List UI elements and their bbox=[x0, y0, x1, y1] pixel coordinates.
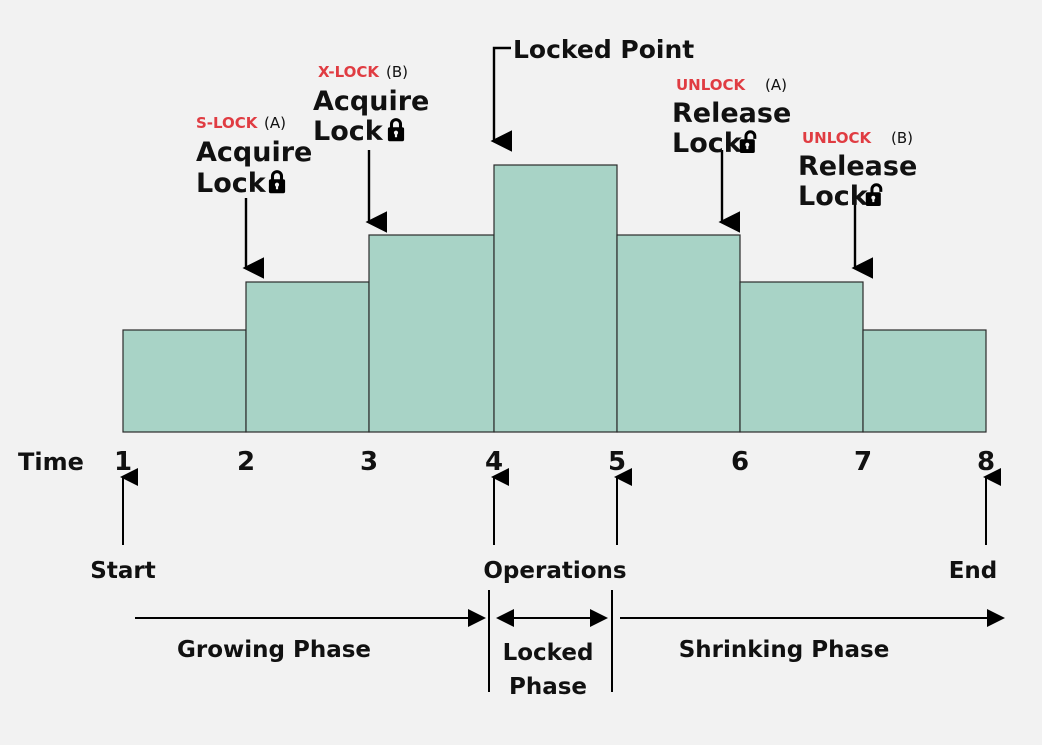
locked-point-connector bbox=[490, 46, 512, 152]
marker-end: End bbox=[949, 558, 998, 584]
locked-point-label: Locked Point bbox=[513, 35, 694, 64]
bar-5 bbox=[616, 234, 741, 433]
callout-unlock-b-line1: Release bbox=[798, 151, 917, 182]
callout-s-lock-a-line1: Acquire bbox=[196, 137, 312, 168]
bar-6 bbox=[739, 281, 864, 433]
lock-open-icon bbox=[864, 183, 883, 208]
axis-tick-7: 7 bbox=[854, 447, 872, 477]
phase-label-locked-2: Phase bbox=[509, 674, 587, 700]
callout-unlock-a: UNLOCK (A) Release Lock bbox=[672, 76, 791, 159]
callout-unlock-b-line2: Lock bbox=[798, 181, 869, 212]
callout-s-lock-a-tag: S-LOCK bbox=[196, 114, 259, 132]
callout-unlock-b-arg: (B) bbox=[891, 129, 913, 147]
axis-tick-1: 1 bbox=[114, 447, 132, 477]
callout-x-lock-b-line1: Acquire bbox=[313, 86, 429, 117]
lock-open-icon bbox=[738, 130, 757, 155]
marker-start: Start bbox=[90, 558, 155, 584]
callout-x-lock-b-line2: Lock bbox=[313, 116, 384, 147]
axis-tick-8: 8 bbox=[977, 447, 995, 477]
callout-unlock-a-line2: Lock bbox=[672, 128, 743, 159]
callout-unlock-b: UNLOCK (B) Release Lock bbox=[798, 129, 917, 212]
axis-ticks: 1 2 3 4 5 6 7 8 bbox=[114, 447, 995, 477]
phase-label-locked-1: Locked bbox=[503, 640, 594, 666]
bar-4 bbox=[493, 164, 618, 433]
callout-unlock-a-arg: (A) bbox=[765, 76, 787, 94]
lock-closed-icon bbox=[386, 118, 406, 143]
phase-label-growing: Growing Phase bbox=[177, 637, 371, 663]
callout-s-lock-a-line2: Lock bbox=[196, 168, 267, 199]
callout-x-lock-b-tag: X-LOCK bbox=[318, 63, 380, 81]
lock-closed-icon bbox=[267, 170, 287, 195]
callout-x-lock-b: X-LOCK (B) Acquire Lock bbox=[313, 63, 429, 147]
axis-tick-5: 5 bbox=[608, 447, 626, 477]
axis-tick-4: 4 bbox=[485, 447, 503, 477]
axis-tick-6: 6 bbox=[731, 447, 749, 477]
axis-tick-3: 3 bbox=[360, 447, 378, 477]
axis-tick-2: 2 bbox=[237, 447, 255, 477]
callout-unlock-b-tag: UNLOCK bbox=[802, 129, 873, 147]
callout-s-lock-a-arg: (A) bbox=[264, 114, 286, 132]
phase-label-shrinking: Shrinking Phase bbox=[679, 637, 890, 663]
bar-7 bbox=[862, 329, 987, 433]
bar-series bbox=[122, 164, 987, 433]
bar-3 bbox=[368, 234, 495, 433]
callout-unlock-a-tag: UNLOCK bbox=[676, 76, 747, 94]
marker-operations: Operations bbox=[483, 558, 626, 584]
callout-unlock-a-line1: Release bbox=[672, 98, 791, 129]
bar-1 bbox=[122, 329, 247, 433]
callout-s-lock-a: S-LOCK (A) Acquire Lock bbox=[196, 114, 312, 199]
callout-x-lock-b-arg: (B) bbox=[386, 63, 408, 81]
bar-2 bbox=[245, 281, 370, 433]
axis-label-time: Time bbox=[18, 448, 84, 476]
